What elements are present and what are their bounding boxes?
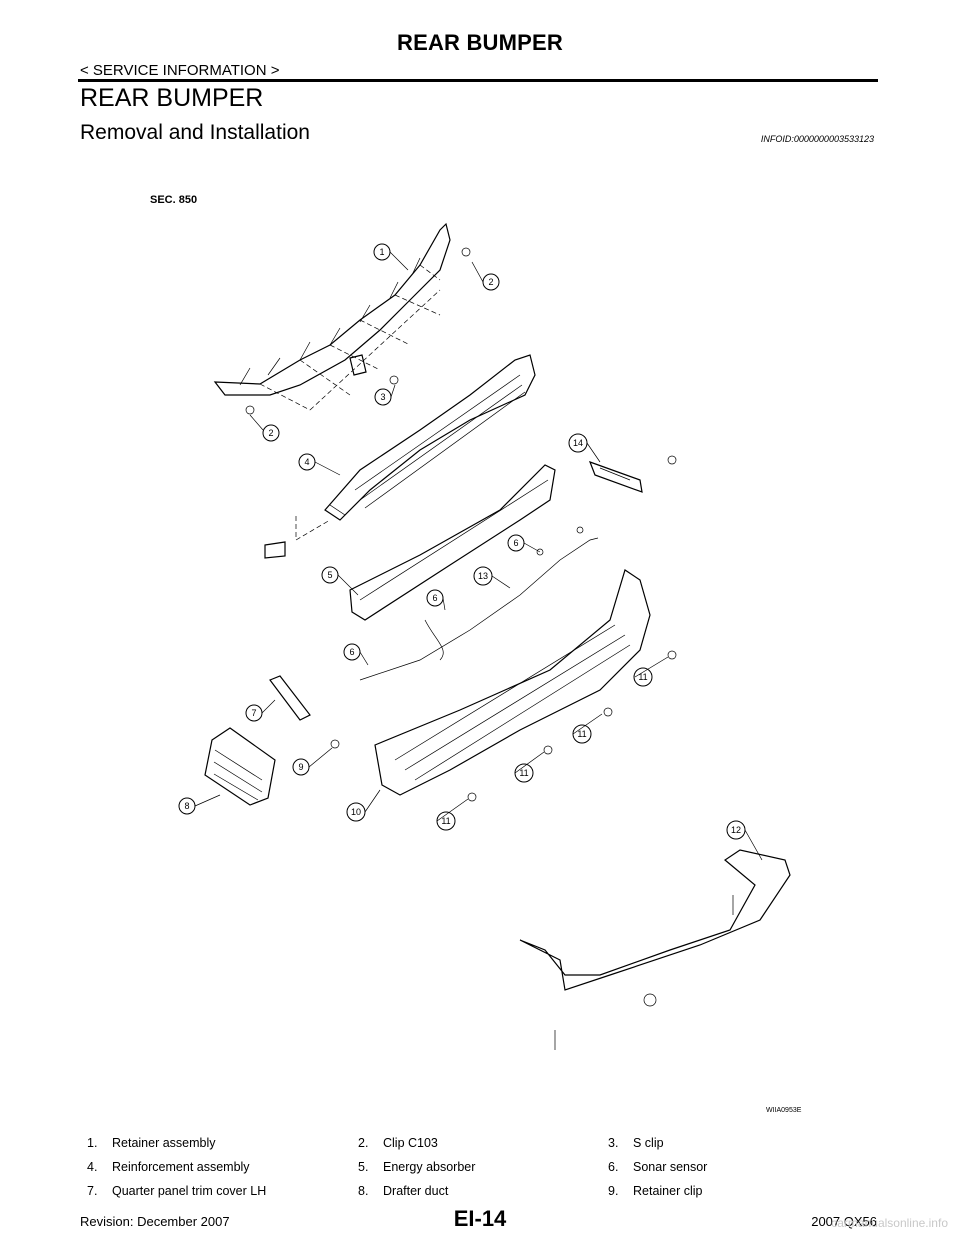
svg-text:4: 4 — [304, 457, 309, 467]
callout-7: 7 — [245, 704, 263, 722]
legend-num: 8. — [358, 1184, 369, 1198]
svg-text:11: 11 — [441, 816, 450, 826]
legend-num: 6. — [608, 1160, 619, 1174]
legend-num: 9. — [608, 1184, 619, 1198]
svg-text:11: 11 — [638, 672, 647, 682]
breadcrumb: < SERVICE INFORMATION > — [80, 62, 280, 79]
exploded-diagram: 1 2 2 3 4 5 6 6 6 7 8 9 10 11 11 11 11 1… — [178, 222, 791, 1050]
legend-text: Energy absorber — [383, 1160, 476, 1174]
svg-text:7: 7 — [251, 708, 256, 718]
callout-13: 13 — [473, 566, 493, 586]
svg-text:2: 2 — [488, 277, 493, 287]
page-header-title: REAR BUMPER — [397, 30, 563, 55]
svg-text:6: 6 — [513, 538, 518, 548]
bracket-part — [588, 455, 677, 493]
legend-num: 5. — [358, 1160, 369, 1174]
svg-text:3: 3 — [380, 392, 385, 402]
svg-text:8: 8 — [184, 801, 189, 811]
legend-text: Quarter panel trim cover LH — [112, 1184, 267, 1198]
callout-3: 3 — [374, 388, 392, 406]
tow-hitch-part — [519, 849, 791, 1050]
legend-text: S clip — [633, 1136, 664, 1150]
clips-part — [245, 247, 677, 802]
legend-text: Clip C103 — [383, 1136, 438, 1150]
svg-text:5: 5 — [327, 570, 332, 580]
legend-text: Retainer assembly — [112, 1136, 216, 1150]
model-year: 2007 QX56 — [811, 1214, 877, 1229]
sonar-harness-part — [359, 526, 599, 681]
callout-6c: 6 — [343, 643, 361, 661]
drafter-duct-part — [204, 727, 276, 806]
svg-text:11: 11 — [577, 729, 586, 739]
energy-absorber-part — [349, 464, 556, 621]
svg-text:1: 1 — [379, 247, 384, 257]
legend-text: Drafter duct — [383, 1184, 449, 1198]
retainer-assembly-part — [213, 222, 451, 411]
bumper-fascia-part — [374, 569, 651, 796]
header-divider — [78, 79, 878, 82]
callout-11a: 11 — [633, 667, 653, 687]
callout-10: 10 — [346, 802, 366, 822]
callout-8: 8 — [178, 797, 196, 815]
svg-text:13: 13 — [478, 571, 488, 581]
callout-2a: 2 — [482, 273, 500, 291]
svg-text:11: 11 — [519, 768, 528, 778]
svg-text:12: 12 — [731, 825, 741, 835]
callout-9: 9 — [292, 758, 310, 776]
svg-text:9: 9 — [298, 762, 303, 772]
watermark-link[interactable]: carmanualsonline.info — [831, 1216, 948, 1230]
callout-5: 5 — [321, 566, 339, 584]
reinforcement-assembly-part — [264, 354, 536, 559]
info-id: INFOID:0000000003533123 — [760, 134, 874, 144]
legend-row: 1. Retainer assembly 2. Clip C103 3. S c… — [87, 1136, 887, 1160]
figure-code: WIIA0953E — [766, 1107, 802, 1114]
legend-row: 4. Reinforcement assembly 5. Energy abso… — [87, 1160, 887, 1184]
callout-14: 14 — [568, 433, 588, 453]
svg-text:6: 6 — [432, 593, 437, 603]
page-number: EI-14 — [453, 1206, 507, 1231]
legend-row: 7. Quarter panel trim cover LH 8. Drafte… — [87, 1184, 887, 1208]
callout-6b: 6 — [426, 589, 444, 607]
legend-num: 4. — [87, 1160, 98, 1174]
callout-2b: 2 — [262, 424, 280, 442]
section-subtitle: Removal and Installation — [80, 121, 310, 144]
legend-num: 3. — [608, 1136, 619, 1150]
legend-text: Retainer clip — [633, 1184, 703, 1198]
legend-text: Sonar sensor — [633, 1160, 708, 1174]
callout-6a: 6 — [507, 534, 525, 552]
parts-legend: 1. Retainer assembly 2. Clip C103 3. S c… — [87, 1136, 887, 1208]
revision-date: Revision: December 2007 — [80, 1214, 230, 1229]
legend-text: Reinforcement assembly — [112, 1160, 250, 1174]
svg-text:10: 10 — [351, 807, 361, 817]
legend-num: 7. — [87, 1184, 98, 1198]
callout-4: 4 — [298, 453, 316, 471]
section-code: SEC. 850 — [150, 194, 198, 206]
callout-12: 12 — [726, 820, 746, 840]
legend-num: 1. — [87, 1136, 98, 1150]
svg-text:14: 14 — [573, 438, 583, 448]
svg-text:2: 2 — [268, 428, 273, 438]
quarter-trim-part — [269, 675, 311, 721]
callout-1: 1 — [373, 243, 391, 261]
legend-num: 2. — [358, 1136, 369, 1150]
section-title: REAR BUMPER — [80, 84, 264, 112]
svg-text:6: 6 — [349, 647, 354, 657]
